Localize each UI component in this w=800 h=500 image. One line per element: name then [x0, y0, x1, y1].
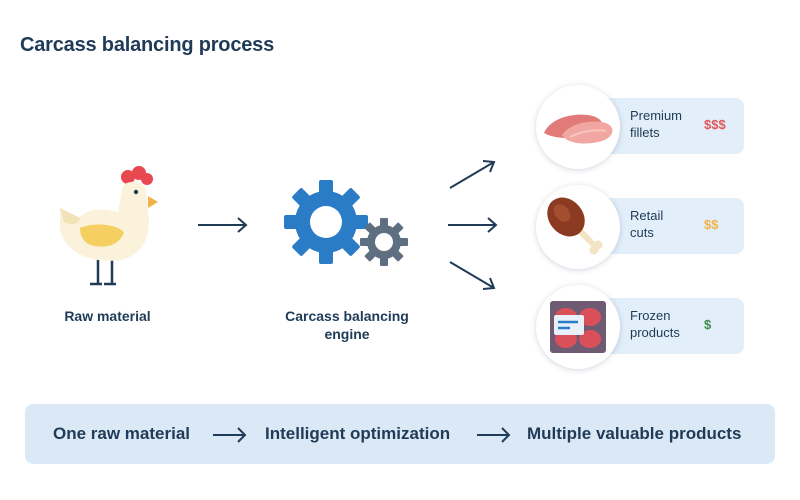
price-tag: $: [704, 317, 712, 332]
output-label-line2: cuts: [630, 225, 654, 240]
arrow-right-icon: [477, 427, 511, 443]
price-tag: $$: [704, 217, 719, 232]
arrow-right-icon: [213, 427, 247, 443]
arrow-up-right-icon: [449, 161, 495, 189]
frozen-pack-icon: [536, 285, 620, 369]
output-arrows: [448, 160, 498, 290]
price-tag: $$$: [704, 117, 726, 132]
banner-step-products: Multiple valuable products: [527, 424, 742, 443]
arrow-right-icon: [198, 217, 248, 233]
output-label: Retail cuts: [630, 207, 700, 241]
summary-banner: One raw material Intelligent optimizatio…: [25, 404, 775, 464]
output-label-line2: fillets: [630, 125, 660, 140]
engine-label-line1: Carcass balancing: [285, 308, 409, 324]
banner-step-optimization: Intelligent optimization: [265, 424, 451, 443]
output-label-line1: Retail: [630, 208, 664, 223]
page-title: Carcass balancing process: [20, 34, 275, 56]
raw-material-label: Raw material: [64, 308, 151, 324]
gears-icon: [284, 180, 408, 266]
chicken-fillet-icon: [536, 85, 620, 169]
output-label-line2: products: [630, 325, 680, 340]
output-label-line1: Frozen: [630, 308, 671, 323]
engine-label-line2: engine: [324, 326, 370, 342]
output-label: Premium fillets: [630, 107, 700, 141]
output-label: Frozen products: [630, 307, 700, 341]
chicken-icon: [60, 166, 158, 286]
engine-label: Carcass balancing engine: [272, 307, 422, 343]
arrow-down-right-icon: [449, 261, 495, 289]
banner-step-raw: One raw material: [53, 424, 191, 443]
output-label-line1: Premium: [630, 108, 683, 123]
drumstick-icon: [536, 185, 620, 269]
